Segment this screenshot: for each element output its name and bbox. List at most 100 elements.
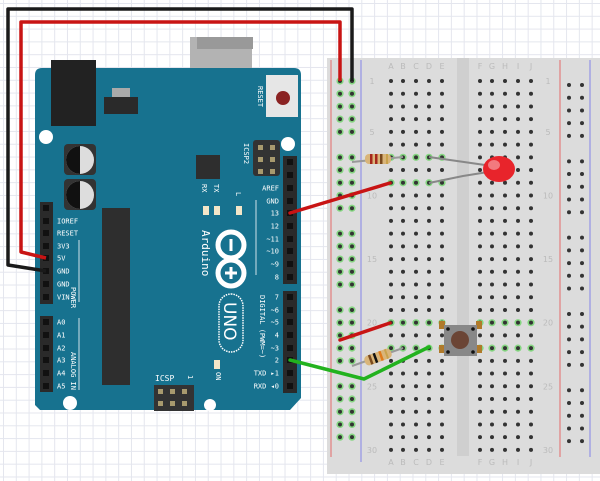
- rail-hole: [567, 324, 571, 329]
- digital-pin-label: 7: [275, 294, 279, 302]
- breadboard-hole: [503, 447, 507, 452]
- rail-hole: [567, 197, 571, 202]
- breadboard-hole: [389, 269, 393, 274]
- breadboard-hole: [490, 91, 494, 96]
- column-label: F: [478, 62, 483, 71]
- header-pin: [287, 236, 293, 242]
- breadboard-hole: [389, 371, 393, 376]
- board-body: [35, 68, 301, 410]
- pushbutton[interactable]: [439, 321, 482, 356]
- breadboard-hole: [529, 320, 533, 325]
- breadboard-hole: [490, 422, 494, 427]
- rail-hole: [350, 257, 354, 262]
- breadboard-hole: [490, 333, 494, 338]
- breadboard-hole: [414, 117, 418, 122]
- breadboard-hole: [414, 231, 418, 236]
- breadboard-hole: [440, 295, 444, 300]
- breadboard-hole: [401, 307, 405, 312]
- rail-hole: [338, 422, 342, 427]
- header-pin: [43, 332, 49, 338]
- wire-rail-button-red[interactable]: [338, 321, 392, 342]
- wire-gnd-black[interactable]: [6, 7, 354, 273]
- power-pin-label: RESET: [57, 230, 79, 238]
- led[interactable]: [428, 156, 515, 184]
- breadboard-hole: [503, 282, 507, 287]
- power-pin-label: GND: [57, 281, 70, 289]
- breadboard-hole: [516, 180, 520, 185]
- rail-hole: [338, 91, 342, 96]
- icsp2-header: [253, 140, 280, 176]
- rail-hole: [567, 337, 571, 342]
- rail-hole: [580, 388, 584, 393]
- breadboard-hole: [414, 435, 418, 440]
- row-number: 10: [543, 191, 553, 200]
- row-number: 30: [367, 446, 377, 455]
- row-number: 25: [543, 382, 553, 391]
- breadboard-hole: [427, 91, 431, 96]
- breadboard-hole: [529, 257, 533, 262]
- power-header: [40, 202, 53, 304]
- breadboard-hole: [401, 333, 405, 338]
- rail-hole: [338, 358, 342, 363]
- reset-button-cap[interactable]: [276, 91, 290, 105]
- breadboard-hole: [427, 104, 431, 109]
- analog-header: [40, 316, 53, 392]
- breadboard-hole: [503, 269, 507, 274]
- breadboard-hole: [401, 269, 405, 274]
- breadboard-hole: [427, 282, 431, 287]
- rail-hole: [567, 121, 571, 126]
- resistor-pulldown[interactable]: [351, 347, 404, 367]
- breadboard-hole: [401, 193, 405, 198]
- header-pin: [287, 274, 293, 280]
- rail-hole: [580, 172, 584, 177]
- breadboard-hole: [389, 333, 393, 338]
- header-pin: [43, 370, 49, 376]
- breadboard-hole: [414, 282, 418, 287]
- column-label: J: [529, 62, 532, 71]
- wire-pin13-red[interactable]: [288, 181, 392, 215]
- rail-hole: [580, 248, 584, 253]
- digital-pin-label: 2: [275, 357, 279, 365]
- breadboard-hole: [529, 384, 533, 389]
- breadboard-hole: [401, 180, 405, 185]
- breadboard-hole: [389, 358, 393, 363]
- breadboard-hole: [490, 244, 494, 249]
- digital-pin-label: TXD ▸1: [254, 370, 279, 378]
- breadboard-hole: [490, 257, 494, 262]
- rail-hole: [580, 133, 584, 138]
- breadboard-hole: [516, 104, 520, 109]
- breadboard-hole: [414, 206, 418, 211]
- capacitor: [64, 179, 96, 210]
- digital-pin-label: GND: [266, 198, 279, 206]
- breadboard-hole: [414, 447, 418, 452]
- rail-hole: [338, 231, 342, 236]
- breadboard-hole: [516, 320, 520, 325]
- mount-hole: [39, 130, 53, 144]
- atmega-chip: [102, 208, 130, 385]
- breadboard-hole: [401, 168, 405, 173]
- breadboard-hole: [401, 79, 405, 83]
- header-pin: [287, 261, 293, 267]
- pin-labels: IOREFRESET3V35VGNDGNDVINA0A1A2A3A4A5AREF…: [57, 185, 279, 391]
- resistor-led[interactable]: [351, 154, 404, 164]
- breadboard-hole: [529, 91, 533, 96]
- breadboard-hole: [414, 409, 418, 414]
- breadboard-hole: [529, 397, 533, 401]
- digital-pin-label: RXD ◂0: [254, 383, 279, 391]
- icsp2-label: ICSP2: [242, 143, 250, 164]
- rail-hole: [350, 244, 354, 249]
- breadboard-hole: [478, 193, 482, 198]
- wire-pin2-green[interactable]: [288, 345, 431, 381]
- header-pin: [43, 294, 49, 300]
- arduino-uno: RESET ICSP2 RX TX L ON Arduino UNO: [35, 37, 301, 411]
- row-number: 25: [367, 382, 377, 391]
- breadboard-hole: [478, 409, 482, 414]
- rail-hole: [567, 261, 571, 266]
- digital-pin-label: ~10: [266, 248, 279, 256]
- rail-hole: [580, 324, 584, 329]
- breadboard-hole: [427, 142, 431, 147]
- wire-5v-red[interactable]: [19, 20, 342, 260]
- power-pin-label: 3V3: [57, 243, 70, 251]
- breadboard-hole: [516, 129, 520, 134]
